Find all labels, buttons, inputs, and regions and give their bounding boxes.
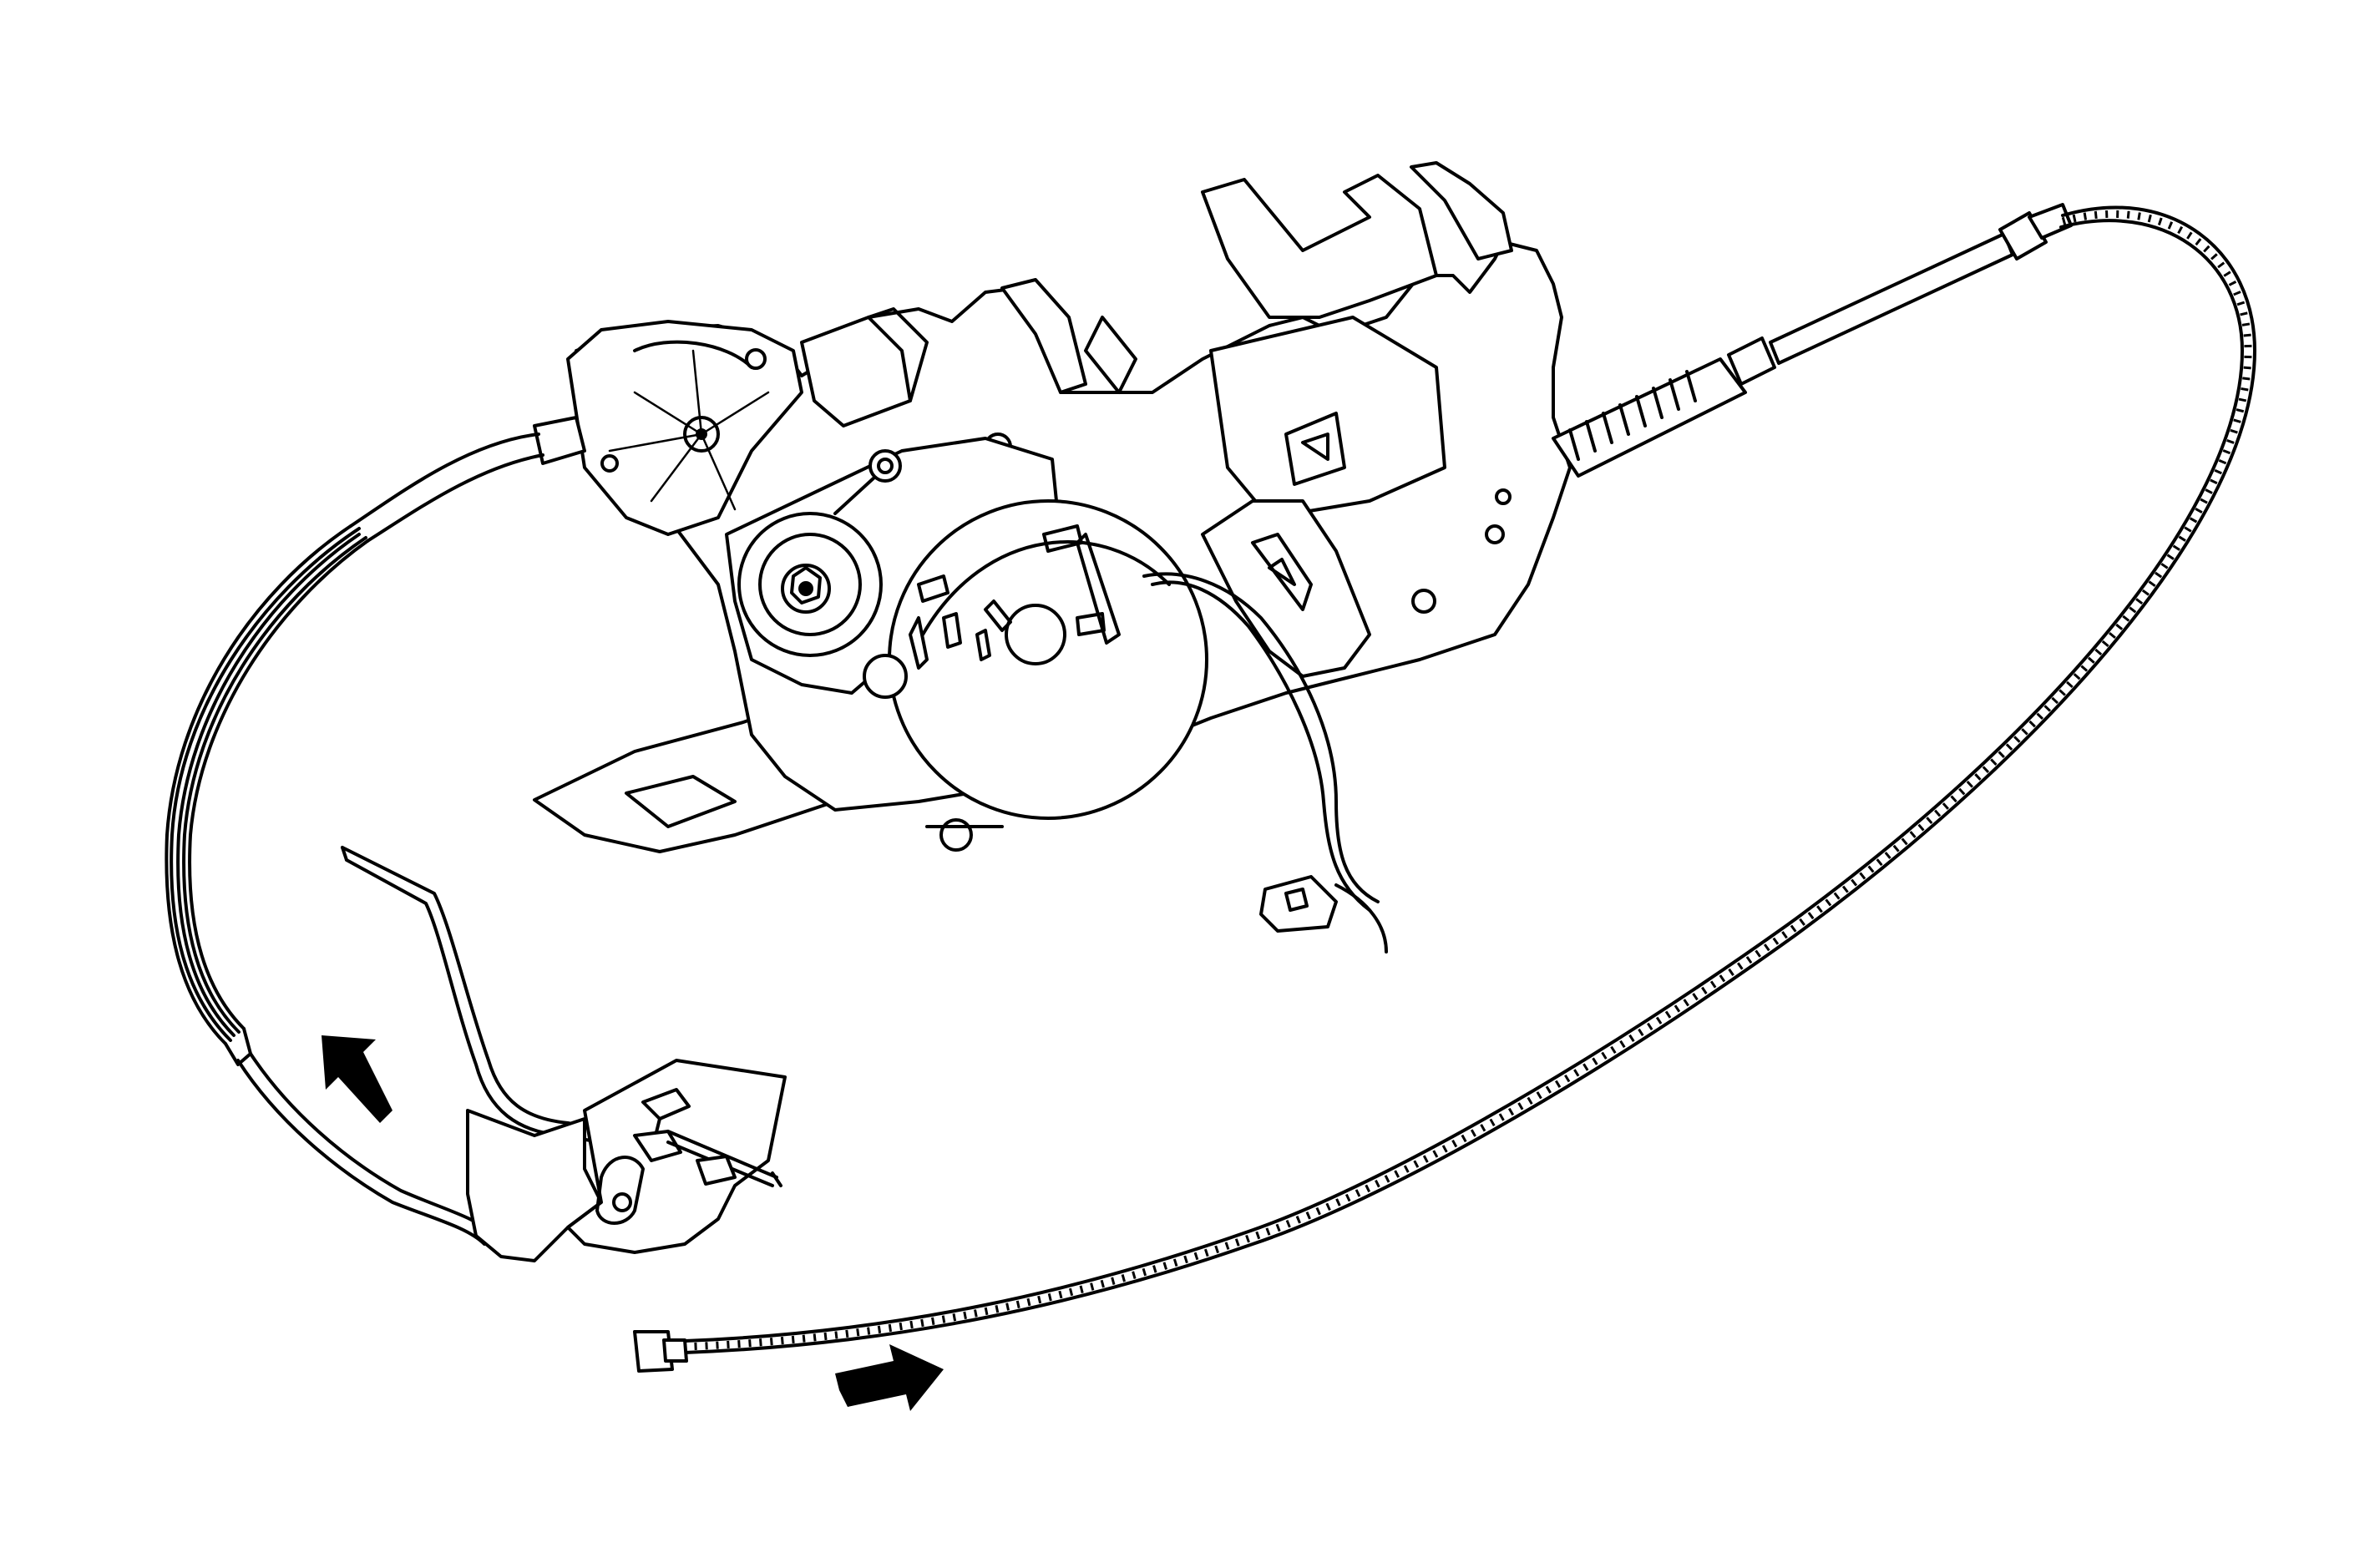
direction-arrow-icon [322,1035,392,1123]
pulley-wheel-icon [566,320,803,536]
cable-end-fitting-icon [633,1330,688,1373]
direction-arrow-icon [835,1344,944,1411]
cable-end-fitting-icon [1552,203,2073,478]
cable-sheath-icon [683,205,2256,1354]
accelerator-pedal-icon [341,846,787,1262]
actuator-housing-icon [1142,499,1388,954]
motor-gear-icon [725,437,1208,852]
cable-sheath-icon [165,416,586,1246]
electrical-connector-icon [1259,875,1338,933]
